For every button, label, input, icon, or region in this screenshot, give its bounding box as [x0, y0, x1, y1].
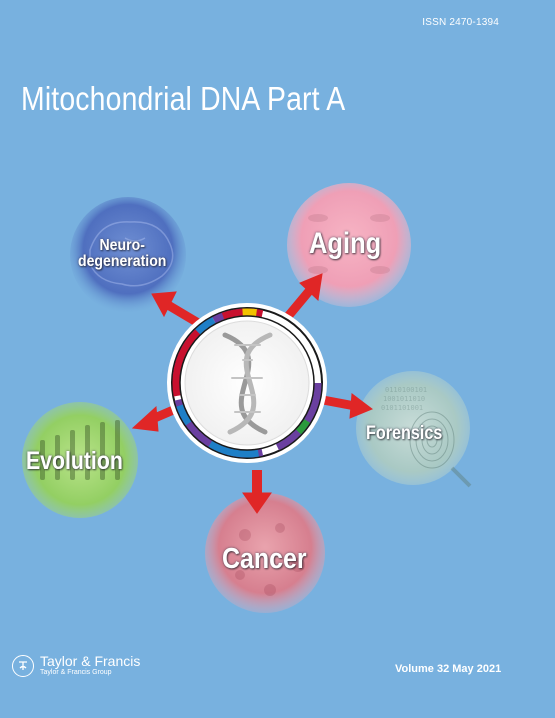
forensics-bubble	[356, 371, 470, 485]
arrow-forensics-icon	[322, 393, 374, 419]
publisher-group: Taylor & Francis Group	[40, 669, 112, 676]
volume-info: Volume 32 May 2021	[395, 663, 502, 675]
dna-helix-icon	[222, 332, 273, 435]
evolution-bubble	[22, 402, 138, 518]
svg-text:1001011010: 1001011010	[383, 395, 425, 403]
journal-title: Mitochondrial DNA Part A	[21, 80, 346, 117]
publisher-name: Taylor & Francis	[40, 653, 141, 669]
topic-neurodegeneration: Neuro- degeneration	[78, 238, 166, 270]
topic-forensics: Forensics	[366, 423, 443, 444]
topic-neuro-line2: degeneration	[78, 253, 167, 270]
arrow-cancer-icon	[242, 470, 272, 514]
topic-cancer: Cancer	[222, 543, 307, 575]
faces-icon	[308, 214, 390, 274]
topic-evolution: Evolution	[26, 447, 123, 475]
binary-pattern-icon: 0110100101 1001011010 0101101001	[381, 386, 427, 412]
svg-text:0101101001: 0101101001	[381, 404, 423, 412]
evolution-silhouettes-icon	[40, 420, 120, 480]
publisher-emblem-icon	[12, 654, 34, 677]
publisher-logo-block: Taylor & Francis Taylor & Francis Group	[12, 654, 140, 677]
issn-label: ISSN 2470-1394	[422, 17, 499, 28]
svg-text:0110100101: 0110100101	[385, 386, 427, 394]
cell-texture-icon	[235, 523, 305, 596]
arrow-aging-icon	[281, 273, 323, 323]
brain-icon	[89, 221, 174, 287]
topic-aging: Aging	[309, 227, 382, 260]
neurodegeneration-bubble	[70, 197, 186, 313]
topic-neuro-line1: Neuro-	[99, 237, 145, 254]
fingerprint-icon	[409, 411, 472, 488]
cancer-bubble	[205, 493, 325, 613]
